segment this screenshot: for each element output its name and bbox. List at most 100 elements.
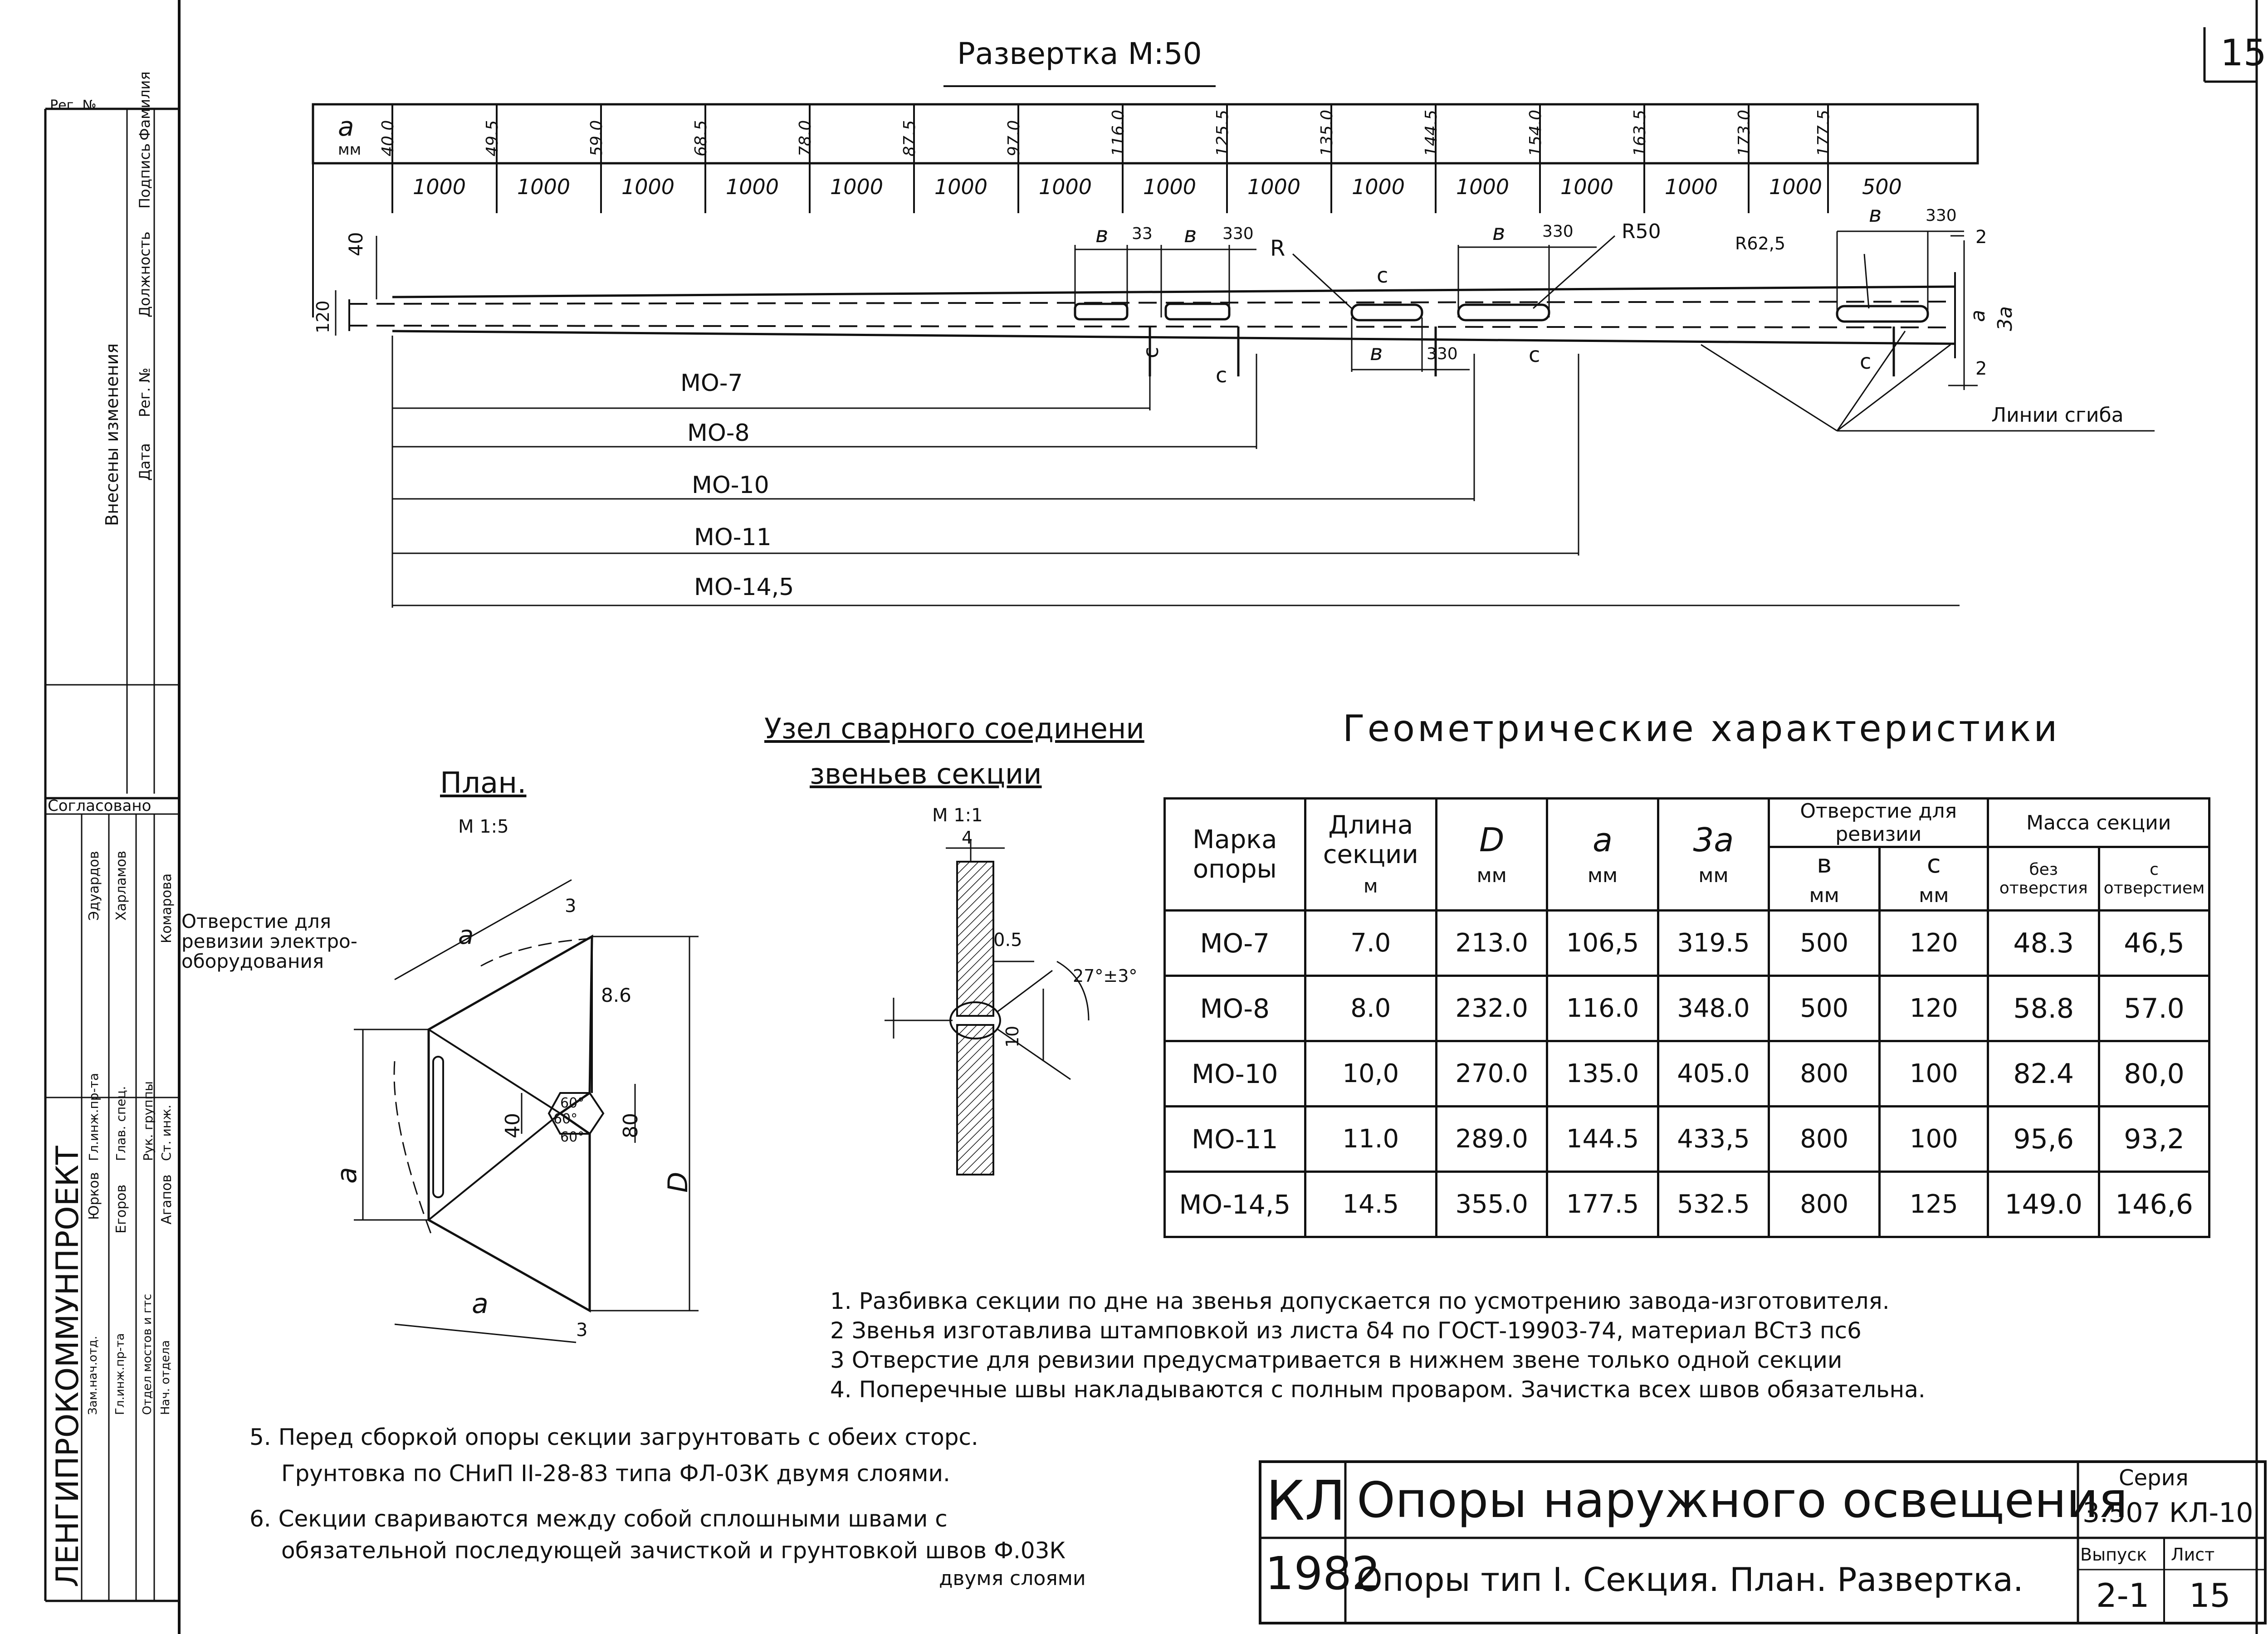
a-value: 49.5 bbox=[483, 120, 502, 156]
plan-dim-40: 40 bbox=[501, 1113, 524, 1138]
stamp-subtitle: Опоры тип I. Секция. План. Развертка. bbox=[1357, 1561, 2024, 1599]
plan-angle-1: 60° bbox=[560, 1095, 585, 1111]
sheet-number: 15 bbox=[2220, 32, 2267, 74]
title-block: КЛ 1982 Опоры наружного освещения Опоры … bbox=[1259, 1460, 2267, 1624]
a-value: 68.5 bbox=[692, 120, 710, 156]
col-without: без отверстия bbox=[1987, 846, 2101, 912]
segment-length: 1000 bbox=[1039, 175, 1092, 199]
dim-b-5: в bbox=[1370, 340, 1383, 366]
a-value: 59.0 bbox=[587, 120, 606, 156]
stamp-series: 3.507 КЛ-10 bbox=[2082, 1497, 2253, 1529]
table-cell: 270.0 bbox=[1435, 1040, 1549, 1107]
dim-R: R bbox=[1270, 236, 1286, 261]
dim-330-1: 330 bbox=[1222, 224, 1254, 243]
table-cell: 532.5 bbox=[1657, 1171, 1770, 1238]
development-title: Развертка М:50 bbox=[957, 36, 1202, 71]
segment-length: 1000 bbox=[1769, 175, 1823, 199]
table-cell: 800 bbox=[1768, 1040, 1881, 1107]
dim-R50: R50 bbox=[1622, 220, 1661, 243]
dim-b-4: в bbox=[1869, 202, 1882, 227]
weld-drawing bbox=[885, 839, 1090, 1176]
col-with: с отверстием bbox=[2098, 846, 2210, 912]
table-cell: 8.0 bbox=[1304, 975, 1437, 1042]
table-cell: 11.0 bbox=[1304, 1105, 1437, 1173]
segment-length: 1000 bbox=[1560, 175, 1614, 199]
opening-note: Отверстие для ревизии электро-оборудован… bbox=[181, 910, 357, 973]
a-value: 177.5 bbox=[1814, 109, 1833, 156]
dim-40: 40 bbox=[345, 232, 367, 256]
dim-33: 33 bbox=[1132, 224, 1153, 243]
dim-330-3: 330 bbox=[1926, 206, 1957, 225]
segment-length: 1000 bbox=[830, 175, 884, 199]
segment-length: 1000 bbox=[934, 175, 988, 199]
table-cell: 177.5 bbox=[1546, 1171, 1659, 1238]
geom-title: Геометрические характеристики bbox=[1343, 707, 2060, 750]
note-2: 2 Звенья изготавлива штамповкой из листа… bbox=[830, 1317, 1862, 1344]
stamp-year: 1982 bbox=[1265, 1547, 1381, 1600]
development-drawing bbox=[312, 85, 2155, 608]
table-cell: 348.0 bbox=[1657, 975, 1770, 1042]
table-cell: 146,6 bbox=[2098, 1171, 2210, 1238]
dim-2-top: 2 bbox=[1975, 227, 1987, 248]
table-cell: 116.0 bbox=[1546, 975, 1659, 1042]
table-cell: 48.3 bbox=[1987, 909, 2101, 977]
dim-330-4: 330 bbox=[1427, 345, 1458, 363]
weld-dim-05: 0.5 bbox=[993, 930, 1022, 951]
dim-R625: R62,5 bbox=[1735, 234, 1786, 254]
table-cell: 100 bbox=[1878, 1105, 1989, 1173]
a-value: 173.0 bbox=[1735, 109, 1754, 156]
weld-scale: М 1:1 bbox=[932, 805, 983, 826]
table-cell: 106,5 bbox=[1546, 909, 1659, 977]
note-6: 6. Секции свариваются между собой сплошн… bbox=[249, 1506, 948, 1532]
dim-330-2: 330 bbox=[1542, 222, 1574, 241]
plan-dim-a-bottom: а bbox=[472, 1288, 489, 1320]
table-cell: 405.0 bbox=[1657, 1040, 1770, 1107]
col-opening: Отверстие для ревизии bbox=[1768, 797, 1989, 848]
table-cell: 93,2 bbox=[2098, 1105, 2210, 1173]
plan-dim-3-bottom: 3 bbox=[576, 1320, 588, 1341]
plan-angle-3: 60° bbox=[560, 1129, 585, 1145]
plan-scale: М 1:5 bbox=[458, 816, 509, 837]
segment-length: 1000 bbox=[621, 175, 675, 199]
mo-label-11: МО-11 bbox=[694, 524, 772, 551]
weld-dim-4: 4 bbox=[962, 828, 973, 848]
plan-drawing bbox=[354, 879, 699, 1343]
table-cell: 144.5 bbox=[1546, 1105, 1659, 1173]
table-cell: 100 bbox=[1878, 1040, 1989, 1107]
a-value: 40.0 bbox=[379, 120, 397, 156]
table-cell: 433,5 bbox=[1657, 1105, 1770, 1173]
dim-b-2: в bbox=[1184, 222, 1197, 248]
dim-b-1: в bbox=[1095, 222, 1109, 248]
mo-label-8: МО-8 bbox=[687, 419, 750, 447]
stamp-issue-label: Выпуск bbox=[2080, 1545, 2147, 1565]
table-cell: МО-14,5 bbox=[1163, 1171, 1306, 1238]
a-label: a bbox=[338, 111, 354, 142]
table-cell: 82.4 bbox=[1987, 1040, 2101, 1107]
table-cell: МО-7 bbox=[1163, 909, 1306, 977]
dim-120: 120 bbox=[313, 300, 333, 333]
plan-dim-3-top: 3 bbox=[565, 896, 577, 917]
table-cell: 800 bbox=[1768, 1171, 1881, 1238]
mo-label-10: МО-10 bbox=[692, 472, 769, 499]
dim-2-bot: 2 bbox=[1975, 358, 1987, 379]
plan-dim-80: 80 bbox=[619, 1113, 642, 1138]
stamp-code: КЛ bbox=[1266, 1470, 1346, 1533]
segment-length: 1000 bbox=[726, 175, 779, 199]
stamp-sheet: 15 bbox=[2189, 1576, 2231, 1614]
agreed-label: Согласовано bbox=[48, 797, 152, 815]
table-cell: 500 bbox=[1768, 975, 1881, 1042]
segment-length: 1000 bbox=[1456, 175, 1510, 199]
a-unit: мм bbox=[338, 141, 362, 159]
weld-angle: 27°±3° bbox=[1073, 966, 1138, 986]
table-cell: 289.0 bbox=[1435, 1105, 1549, 1173]
table-cell: 232.0 bbox=[1435, 975, 1549, 1042]
